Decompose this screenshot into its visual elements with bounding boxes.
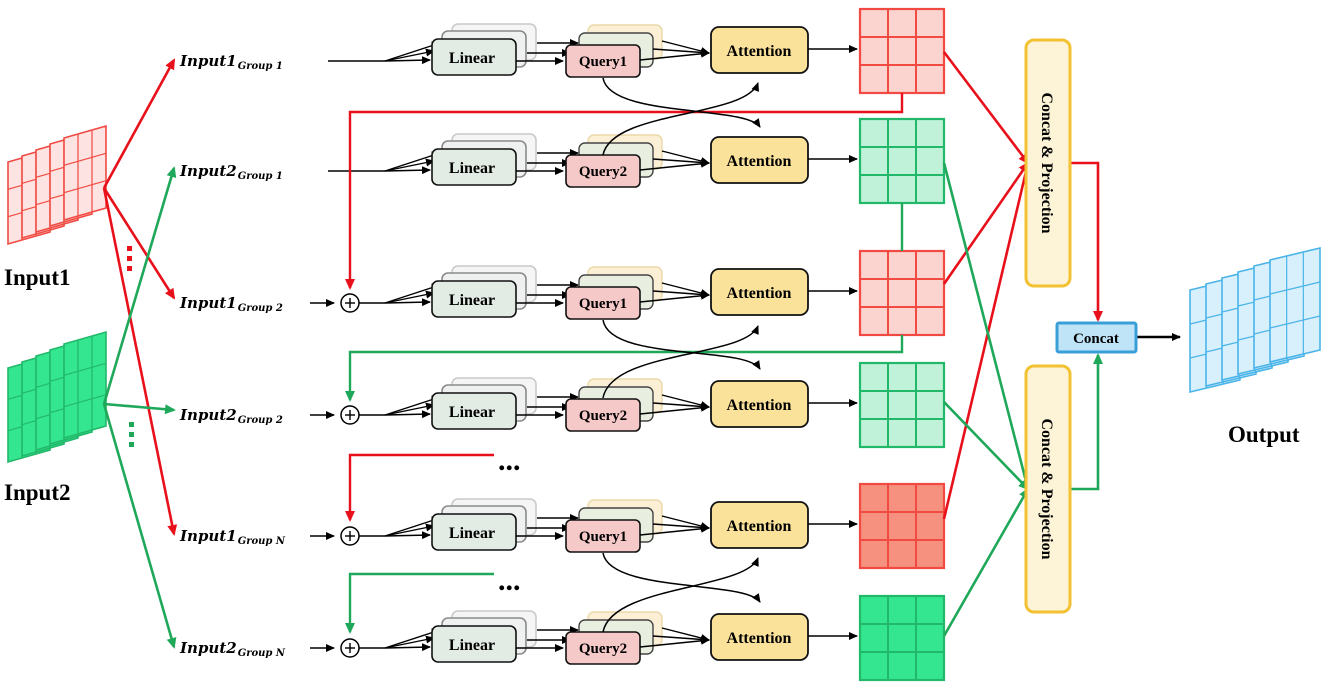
cross-connections: [345, 51, 1181, 637]
attention-label: Attention: [727, 397, 792, 414]
query-box: [565, 519, 641, 553]
linear-box: [431, 392, 517, 430]
attention-label: Attention: [727, 630, 792, 647]
concat-label: Concat: [1073, 331, 1119, 347]
projection-bottom: Concat & Projection: [1024, 364, 1072, 614]
group-index: Group 2: [238, 415, 283, 426]
input2-label: Input2: [4, 480, 70, 505]
attention-box: [710, 26, 809, 74]
attention-box: [710, 136, 809, 184]
group-input-name: Input2: [179, 406, 237, 424]
query-box: [565, 398, 641, 432]
group-input-name: Input2: [179, 162, 237, 180]
attention-output-grid: [858, 7, 946, 95]
attention-output-grid: [858, 249, 946, 337]
input2-slice: [63, 330, 107, 440]
group-input-label: Input2Group 1: [179, 162, 283, 182]
group-row: Input2Group 2 Linear Query2 Attention: [179, 361, 946, 449]
group-input-name: Input2: [179, 639, 237, 657]
group-input-label: Input2Group N: [179, 639, 286, 659]
output-label: Output: [1228, 422, 1300, 447]
group-row: Input2Group N Linear Query2 Attention: [179, 594, 946, 682]
attention-output-grid: [858, 361, 946, 449]
linear-label: Linear: [449, 160, 495, 177]
query-label: Query1: [579, 529, 627, 545]
group-input-name: Input1: [179, 527, 237, 545]
group-input-label: Input2Group 2: [179, 406, 283, 426]
green-vertical-ellipsis: [129, 422, 134, 447]
group-input-name: Input1: [179, 294, 237, 312]
linear-label: Linear: [449, 292, 495, 309]
group-index: Group N: [238, 648, 286, 659]
group-index: Group 2: [238, 303, 283, 314]
linear-label: Linear: [449, 525, 495, 542]
input1-slice: [63, 124, 107, 222]
attention-label: Attention: [727, 153, 792, 170]
ellipsis-red-row: ...: [498, 444, 521, 477]
linear-box: [431, 148, 517, 186]
group-input-label: Input1Group 2: [179, 294, 283, 314]
attention-output-grid: [858, 482, 946, 570]
linear-label: Linear: [449, 404, 495, 421]
linear-box: [431, 625, 517, 663]
query-label: Query1: [579, 54, 627, 70]
group-index: Group 1: [238, 61, 283, 72]
group-row: Input1Group 2 Linear Query1 Attention: [179, 249, 946, 337]
group-row: Input2Group 1 Linear Query2 Attention: [179, 117, 946, 205]
attention-label: Attention: [727, 43, 792, 60]
output-feature-stack: [1189, 246, 1321, 394]
query-box: [565, 44, 641, 78]
group-row: Input1Group N Linear Query1 Attention: [179, 482, 946, 570]
input2-feature-stack: [7, 330, 107, 464]
group-index: Group N: [238, 536, 286, 547]
group-input-label: Input1Group N: [179, 527, 286, 547]
linear-label: Linear: [449, 50, 495, 67]
query-box: [565, 286, 641, 320]
linear-label: Linear: [449, 637, 495, 654]
attention-box: [710, 268, 809, 316]
red-vertical-ellipsis: [127, 246, 132, 271]
input1-label: Input1: [4, 265, 70, 290]
projection-top: Concat & Projection: [1024, 38, 1072, 288]
attention-box: [710, 613, 809, 661]
linear-box: [431, 513, 517, 551]
attention-output-grid: [858, 117, 946, 205]
query-label: Query2: [579, 408, 627, 424]
attention-label: Attention: [727, 285, 792, 302]
attention-box: [710, 501, 809, 549]
attention-output-grid: [858, 594, 946, 682]
group-input-name: Input1: [179, 52, 237, 70]
input-fan-arrows: [102, 58, 178, 649]
query-label: Query2: [579, 164, 627, 180]
output-slice: [1269, 246, 1321, 364]
projection-top-label: Concat & Projection: [1038, 93, 1055, 234]
query-label: Query2: [579, 641, 627, 657]
linear-box: [431, 38, 517, 76]
linear-box: [431, 280, 517, 318]
concat-box: Concat: [1055, 321, 1138, 354]
group-input-label: Input1Group 1: [179, 52, 283, 72]
attention-box: [710, 380, 809, 428]
group-index: Group 1: [238, 171, 283, 182]
query-label: Query1: [579, 296, 627, 312]
input1-feature-stack: [7, 124, 107, 246]
attention-label: Attention: [727, 518, 792, 535]
ellipsis-green-row: ...: [498, 564, 521, 597]
projection-bottom-label: Concat & Projection: [1038, 419, 1055, 560]
group-row: Input1Group 1 Linear Query1 Attention: [179, 7, 946, 95]
